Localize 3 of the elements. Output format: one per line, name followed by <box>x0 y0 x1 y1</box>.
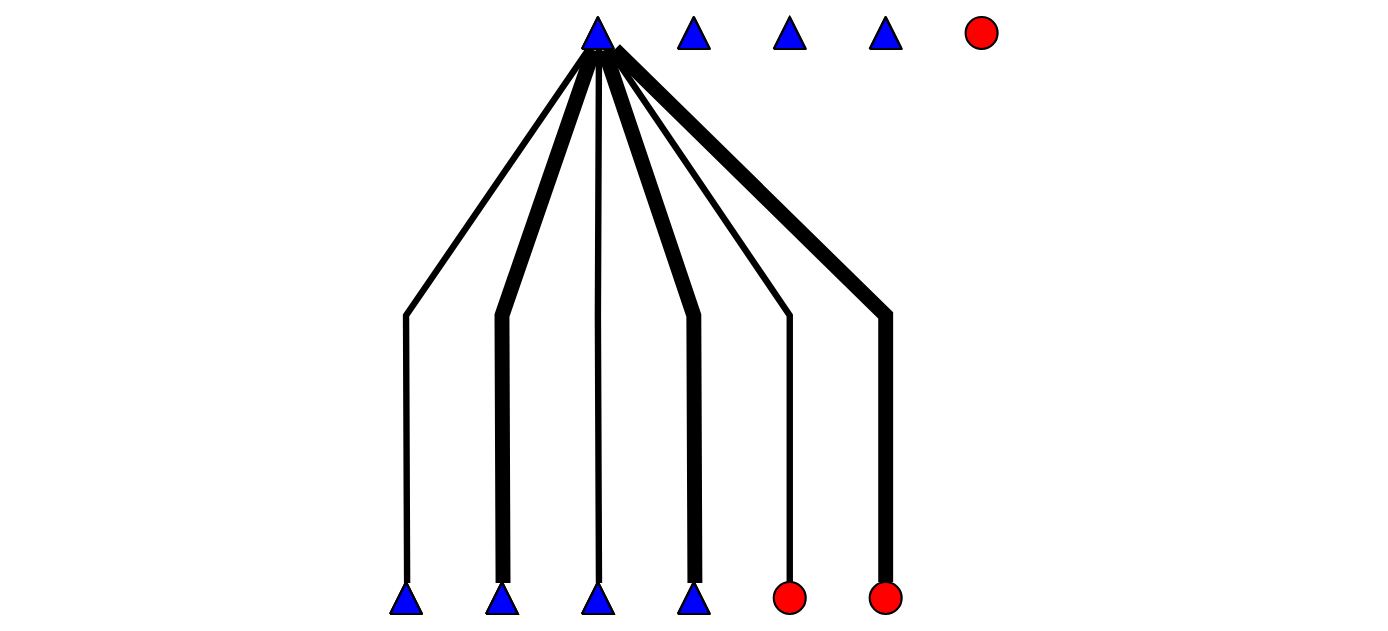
node-circle <box>772 580 807 615</box>
node-circle <box>964 16 999 51</box>
node-circle <box>868 580 903 615</box>
